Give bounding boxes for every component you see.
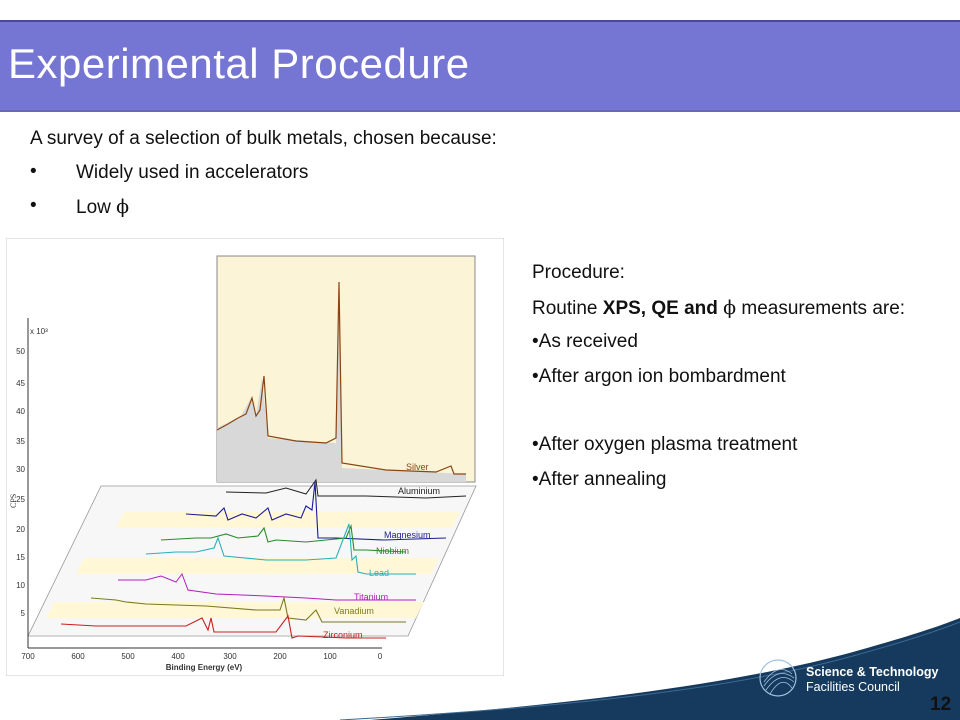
- series-line-silver: [216, 281, 466, 475]
- xps-spectra-chart: Silver Aluminium Magnesium Niobium Lead …: [6, 238, 504, 676]
- spacer: [532, 400, 905, 434]
- x-ticks: 700 600 500 400 300 200 100 0: [21, 652, 382, 661]
- y-tick-label: 15: [16, 553, 25, 562]
- logo-line-1: Science & Technology: [806, 665, 939, 679]
- y-tick-label: 10: [16, 581, 25, 590]
- bullet-dot: •: [30, 161, 37, 182]
- y-ticks: 5 10 15 20 25 30 35 40 45 50: [16, 347, 25, 618]
- stfc-logo-text: Science & Technology Facilities Council: [806, 665, 938, 695]
- procedure-intro-line: Routine XPS, QE and ϕ measurements are:: [532, 297, 905, 332]
- y-tick-label: 30: [16, 465, 25, 474]
- list-item: • Low ϕ: [30, 195, 308, 230]
- series-label-aluminium: Aluminium: [398, 486, 440, 496]
- logo-line-2: Facilities Council: [806, 680, 900, 694]
- intro-text: A survey of a selection of bulk metals, …: [30, 128, 497, 149]
- procedure-block: Procedure: Routine XPS, QE and ϕ measure…: [532, 262, 905, 503]
- phi-symbol: ϕ: [723, 296, 737, 319]
- bullet-text: Low: [76, 197, 117, 218]
- series-label-niobium: Niobium: [376, 546, 409, 556]
- x-tick-label: 700: [21, 652, 35, 661]
- series-label-zirconium: Zirconium: [323, 630, 363, 640]
- procedure-line-suffix: measurements are:: [736, 297, 906, 319]
- series-line-titanium: [118, 572, 416, 601]
- series-label-vanadium: Vanadium: [334, 606, 374, 616]
- x-tick-label: 100: [323, 652, 337, 661]
- procedure-step: •After argon ion bombardment: [532, 365, 786, 387]
- series-line-zirconium: [60, 614, 386, 639]
- series-line-vanadium: [90, 595, 406, 623]
- procedure-step: •After annealing: [532, 468, 667, 490]
- slide-title: Experimental Procedure: [8, 40, 470, 87]
- series-line-lead: [145, 523, 416, 575]
- y-axis-label: CPS: [9, 494, 18, 508]
- series-label-lead: Lead: [369, 568, 389, 578]
- stfc-logo-icon: [759, 659, 797, 697]
- page-number: 12: [930, 694, 952, 715]
- stripe-group: [46, 512, 460, 618]
- series-label-magnesium: Magnesium: [384, 530, 431, 540]
- procedure-step: •After oxygen plasma treatment: [532, 434, 798, 455]
- procedure-heading: Procedure:: [532, 262, 625, 283]
- series-label-silver: Silver: [406, 462, 429, 472]
- bullet-dot: •: [30, 195, 37, 216]
- y-multiplier: x 10³: [30, 327, 48, 336]
- list-item: • Widely used in accelerators: [30, 161, 309, 196]
- series-line-niobium: [160, 523, 407, 553]
- title-bar: Experimental Procedure: [0, 20, 960, 112]
- series-line-magnesium: [185, 481, 447, 541]
- x-tick-label: 400: [171, 652, 185, 661]
- x-tick-label: 300: [223, 652, 237, 661]
- series-label-titanium: Titanium: [354, 592, 388, 602]
- procedure-line-prefix: Routine: [532, 297, 603, 319]
- y-tick-label: 5: [21, 609, 26, 618]
- procedure-step: •As received: [532, 331, 638, 352]
- bullet-text: Widely used in accelerators: [76, 162, 309, 183]
- y-tick-label: 25: [16, 495, 25, 504]
- footer-wave: [339, 618, 960, 720]
- reason-list: • Widely used in accelerators • Low ϕ: [30, 161, 309, 230]
- y-tick-label: 45: [16, 379, 25, 388]
- y-tick-label: 40: [16, 407, 25, 416]
- x-tick-label: 600: [71, 652, 85, 661]
- x-tick-label: 0: [378, 652, 383, 661]
- x-tick-label: 200: [273, 652, 287, 661]
- procedure-line-bold: XPS, QE and: [602, 297, 724, 319]
- y-tick-label: 50: [16, 347, 25, 356]
- y-tick-label: 20: [16, 525, 25, 534]
- x-axis-label: Binding Energy (eV): [166, 663, 243, 672]
- y-tick-label: 35: [16, 437, 25, 446]
- phi-symbol: ϕ: [116, 196, 130, 218]
- x-tick-label: 500: [121, 652, 135, 661]
- series-line-aluminium: [225, 478, 467, 499]
